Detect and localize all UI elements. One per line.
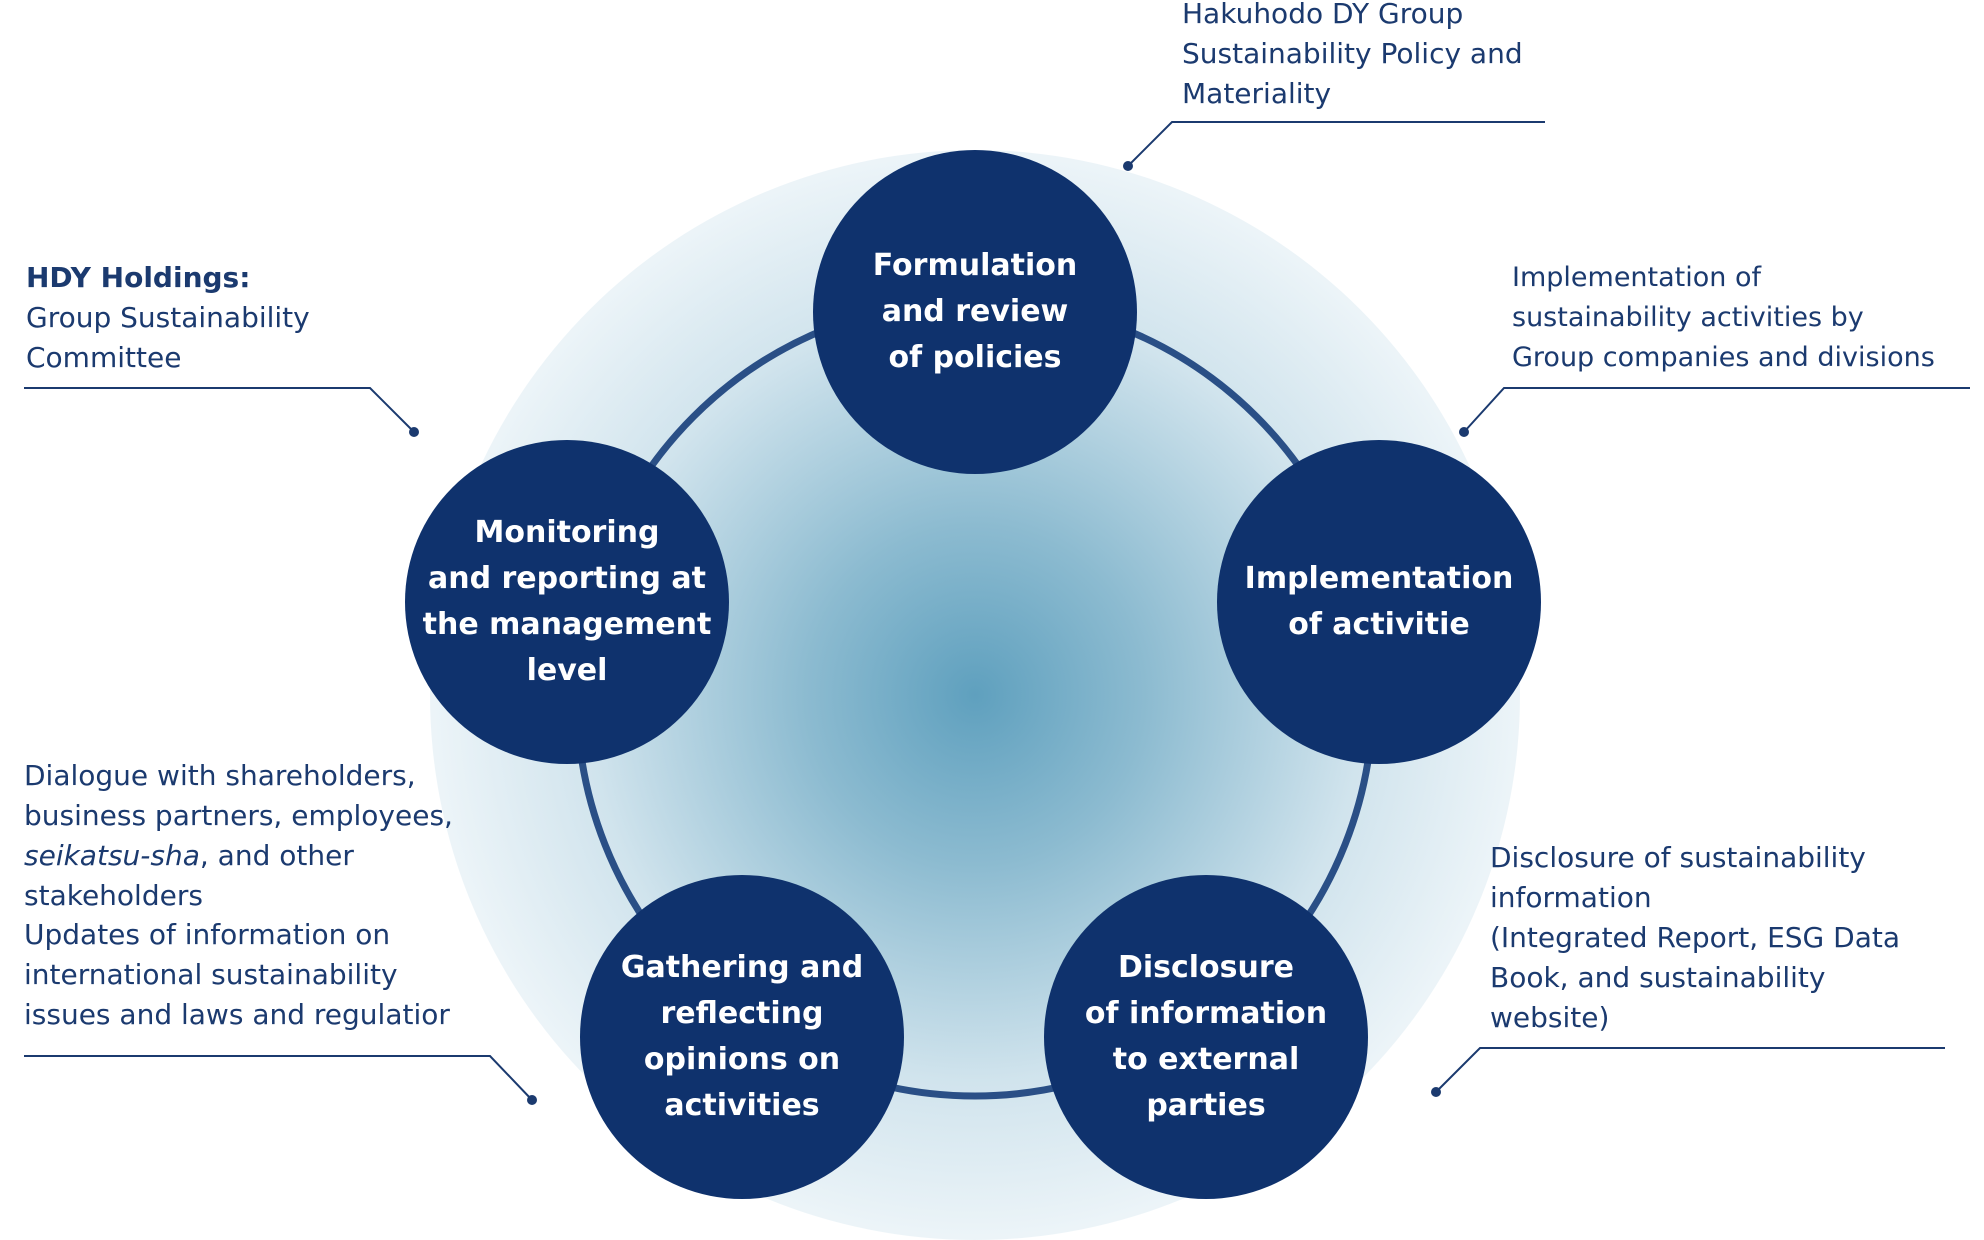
node-disclosure-line: of information xyxy=(1084,996,1328,1031)
note-updates-line: international sustainability xyxy=(24,958,398,991)
note-holdings-line: Committee xyxy=(26,341,182,374)
node-disclosure-line: to external xyxy=(1112,1042,1300,1077)
seikatsu-sha-text: seikatsu-sha xyxy=(24,839,200,872)
note-disclosure-line: (Integrated Report, ESG Data xyxy=(1490,921,1900,954)
leader-line-disclosure xyxy=(1435,1047,1945,1093)
node-gathering-line: activities xyxy=(664,1088,820,1123)
node-monitoring-line: Monitoring xyxy=(474,515,660,550)
note-dialogue-line: seikatsu-sha, and other xyxy=(24,836,456,876)
note-updates-line: issues and laws and regulatior xyxy=(24,998,450,1031)
node-formulation-line: of policies xyxy=(888,340,1062,375)
node-gathering: Gathering and reflecting opinions on act… xyxy=(580,875,904,1199)
node-implementation-line: Implementation xyxy=(1244,561,1514,596)
node-gathering-line: opinions on xyxy=(643,1042,841,1077)
note-dialogue-rest: , and other xyxy=(199,839,354,872)
leader-line-updates xyxy=(24,1055,533,1101)
note-holdings-line: Group Sustainability xyxy=(26,301,310,334)
leader-line-implementation xyxy=(1463,387,1970,433)
node-monitoring: Monitoring and reporting at the manageme… xyxy=(405,440,729,764)
node-formulation-line: Formulation xyxy=(872,248,1078,283)
node-formulation-line: and review xyxy=(881,294,1069,329)
node-gathering-line: reflecting xyxy=(660,996,824,1031)
note-policy-line: Materiality xyxy=(1182,77,1332,110)
node-gathering-line: Gathering and xyxy=(620,950,864,985)
note-disclosure-line: information xyxy=(1490,881,1652,914)
note-dialogue-line: Dialogue with shareholders, xyxy=(24,759,416,792)
note-holdings-title: HDY Holdings: xyxy=(26,261,251,294)
note-dialogue: Dialogue with shareholders, business par… xyxy=(24,756,456,916)
node-implementation: Implementation of activitie xyxy=(1217,440,1541,764)
note-policy: Hakuhodo DY Group Sustainability Policy … xyxy=(1182,0,1523,114)
note-dialogue-line: business partners, employees, xyxy=(24,799,453,832)
note-disclosure-line: Disclosure of sustainability xyxy=(1490,841,1866,874)
leader-line-holdings xyxy=(24,387,415,433)
leader-dot-updates xyxy=(527,1095,537,1105)
note-holdings: HDY Holdings: Group Sustainability Commi… xyxy=(26,258,310,378)
note-implementation: Implementation of sustainability activit… xyxy=(1512,258,1935,378)
note-disclosure-line: website) xyxy=(1490,1001,1610,1034)
note-policy-line: Hakuhodo DY Group xyxy=(1182,0,1464,30)
note-updates: Updates of information on international … xyxy=(24,915,456,1035)
note-implementation-line: Implementation of xyxy=(1512,262,1761,293)
note-disclosure: Disclosure of sustainability information… xyxy=(1490,838,1900,1038)
note-updates-line: Updates of information on xyxy=(24,918,391,951)
node-disclosure: Disclosure of information to external pa… xyxy=(1044,875,1368,1199)
leader-dot-holdings xyxy=(409,427,419,437)
node-implementation-line: of activitie xyxy=(1288,607,1470,642)
leader-dot-disclosure xyxy=(1431,1087,1441,1097)
node-monitoring-line: and reporting at xyxy=(427,561,706,596)
node-disclosure-line: Disclosure xyxy=(1117,950,1295,985)
node-disclosure-line: parties xyxy=(1146,1088,1266,1123)
leader-dot-policy xyxy=(1123,161,1133,171)
note-disclosure-line: Book, and sustainability xyxy=(1490,961,1826,994)
leader-line-policy xyxy=(1127,121,1545,167)
node-formulation: Formulation and review of policies xyxy=(813,150,1137,474)
node-monitoring-line: the management xyxy=(422,607,712,642)
note-implementation-line: sustainability activities by xyxy=(1512,302,1864,333)
leader-dot-implementation xyxy=(1459,427,1469,437)
note-implementation-line: Group companies and divisions xyxy=(1512,342,1935,373)
node-monitoring-line: level xyxy=(526,653,608,688)
note-policy-line: Sustainability Policy and xyxy=(1182,37,1523,70)
note-dialogue-line: stakeholders xyxy=(24,879,203,912)
